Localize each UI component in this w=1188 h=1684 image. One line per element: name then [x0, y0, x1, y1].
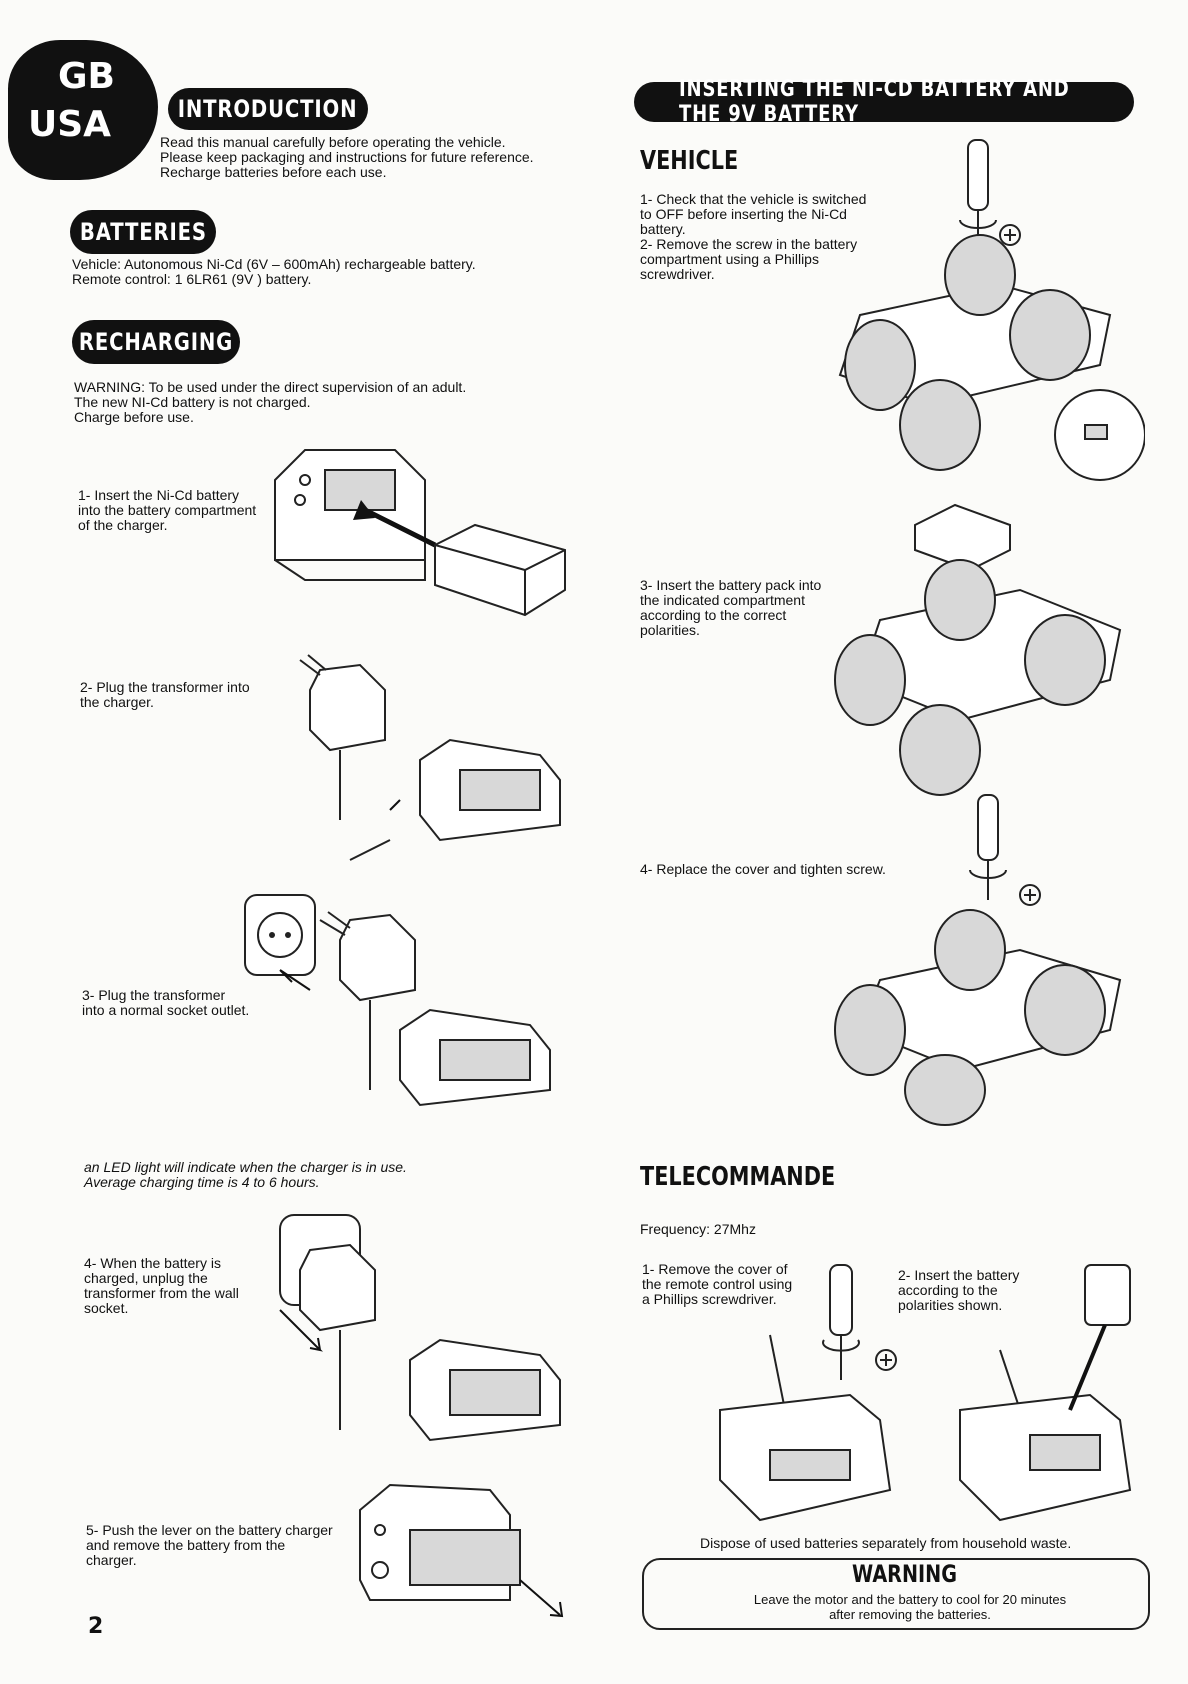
recharge-step-1: 1- Insert the Ni-Cd battery into the bat… [78, 487, 257, 533]
charger-remove-battery-illustration [359, 1483, 564, 1618]
vehicle-icon [834, 559, 1122, 796]
vehicle-step-4: 4- Replace the cover and tighten screw. [640, 861, 886, 877]
recharge-step-5: 5- Push the lever on the battery charger… [86, 1522, 333, 1568]
vehicle-heading: VEHICLE [640, 146, 739, 176]
language-badge: GB USA [8, 40, 158, 180]
battery-icon [1084, 1264, 1131, 1326]
charger-socket-outlet-illustration [244, 894, 551, 1107]
remote-control-battery-illustration [719, 1264, 1132, 1522]
introduction-heading: INTRODUCTION [168, 88, 368, 130]
recharge-step-4: 4- When the battery is charged, unplug t… [84, 1255, 239, 1316]
recharging-warning: WARNING: To be used under the direct sup… [74, 379, 467, 425]
warning-box [642, 1558, 1150, 1630]
plug-icon [299, 1243, 376, 1332]
plug-icon [299, 654, 386, 752]
telecommande-heading: TELECOMMANDE [640, 1162, 836, 1192]
warning-heading: WARNING [852, 1560, 957, 1588]
charger-insert-battery-illustration [274, 449, 566, 617]
lang-usa: USA [28, 104, 112, 145]
rotate-arrow-icon [822, 1339, 860, 1352]
phillips-head-icon [1019, 884, 1041, 906]
remote-step-1: 1- Remove the cover of the remote contro… [642, 1261, 793, 1307]
inserting-batteries-heading: INSERTING THE NI-CD BATTERY AND THE 9V B… [634, 77, 1134, 127]
battery-icon [434, 523, 566, 617]
vehicle-icon [834, 909, 1122, 1126]
vehicle-steps-1-2: 1- Check that the vehicle is switched to… [640, 191, 867, 282]
phillips-head-icon [999, 224, 1021, 246]
vehicle-remove-screw-illustration [838, 139, 1145, 481]
recharge-step-3: 3- Plug the transformer into a normal so… [82, 987, 250, 1018]
charger-icon [409, 1338, 561, 1442]
charging-led-note: an LED light will indicate when the char… [84, 1159, 407, 1190]
charger-icon [419, 738, 561, 842]
battery-icon [914, 503, 1011, 572]
recharge-step-2: 2- Plug the transformer into the charger… [80, 679, 250, 710]
batteries-text: Vehicle: Autonomous Ni-Cd (6V – 600mAh) … [72, 256, 476, 287]
socket-icon [244, 894, 316, 976]
charger-icon [274, 449, 426, 581]
rotate-arrow-icon [959, 219, 997, 229]
lang-gb: GB [58, 56, 115, 97]
plug-icon [319, 911, 416, 1002]
charger-icon [359, 1483, 521, 1601]
batteries-heading: BATTERIES [70, 210, 216, 254]
screwdriver-icon [977, 794, 999, 900]
warning-text: Leave the motor and the battery to cool … [753, 1592, 1067, 1622]
recharging-heading: RECHARGING [72, 320, 240, 364]
rotate-arrow-icon [969, 869, 1007, 879]
vehicle-insert-battery-illustration [834, 503, 1122, 796]
frequency-text: Frequency: 27Mhz [640, 1221, 756, 1237]
charger-unplug-illustration [279, 1214, 561, 1442]
page-number: 2 [88, 1614, 104, 1639]
remote-step-2: 2- Insert the battery according to the p… [898, 1267, 1020, 1313]
screwdriver-icon [967, 139, 989, 255]
remote-control-icon [719, 1334, 892, 1522]
remote-control-icon [959, 1349, 1132, 1522]
charger-icon [399, 1008, 551, 1107]
screwdriver-icon [829, 1264, 853, 1380]
vehicle-step-3: 3- Insert the battery pack into the indi… [640, 577, 822, 638]
dispose-batteries-text: Dispose of used batteries separately fro… [700, 1535, 1072, 1551]
vehicle-icon [838, 234, 1112, 471]
phillips-head-icon [875, 1349, 897, 1371]
vehicle-replace-cover-illustration [834, 794, 1122, 1126]
charger-plug-transformer-illustration [299, 654, 561, 861]
introduction-text: Read this manual carefully before operat… [160, 134, 534, 180]
